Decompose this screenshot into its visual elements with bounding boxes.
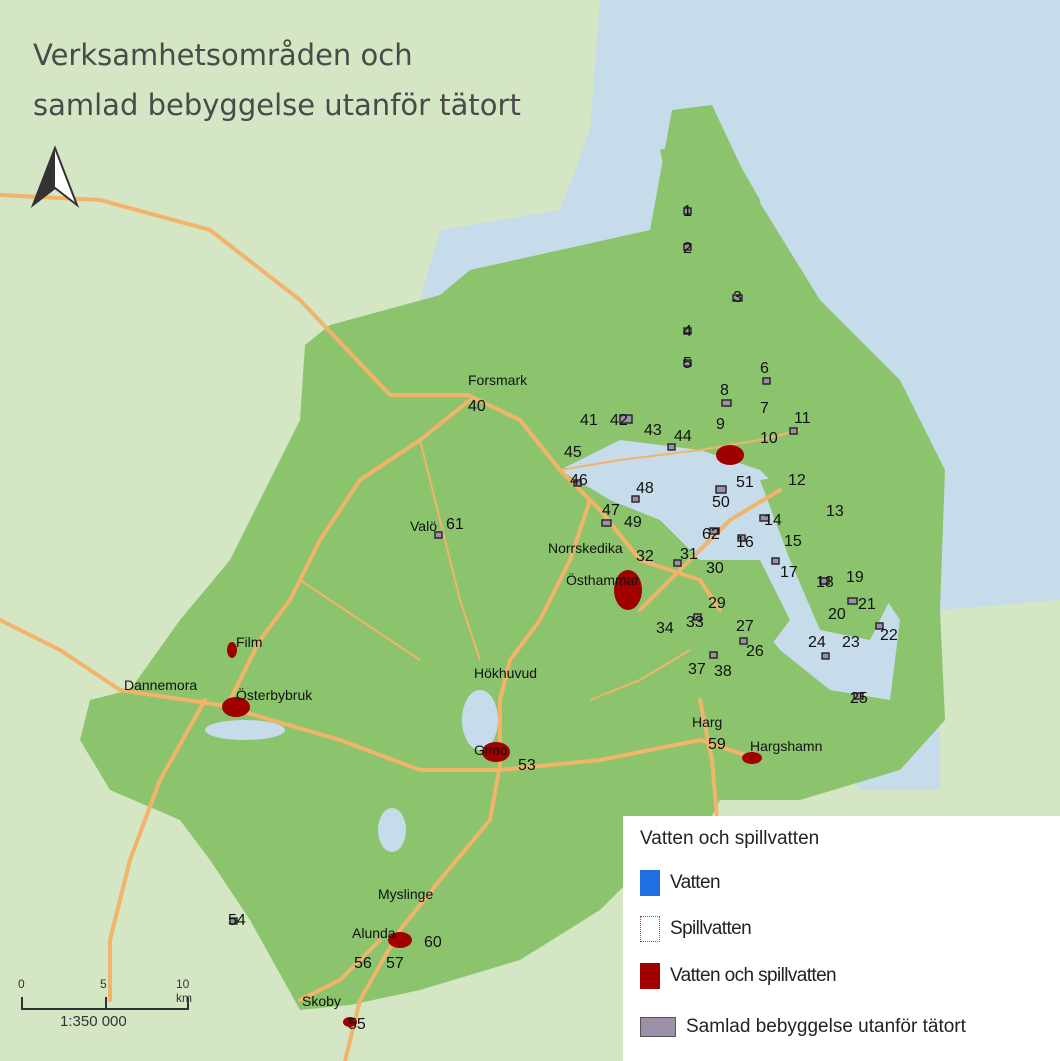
legend-item-spillvatten: Spillvatten xyxy=(640,914,752,944)
legend-item-vatten-och-spillvatten: Vatten och spillvatten xyxy=(640,961,837,991)
scale-tick-label: 0 xyxy=(18,977,25,991)
legend-title: Vatten och spillvatten xyxy=(640,828,820,849)
road-network-thin xyxy=(299,429,801,701)
scale-ratio: 1:350 000 xyxy=(60,1013,127,1030)
legend-panel: Vatten och spillvatten Vatten Spillvatte… xyxy=(623,816,1060,1061)
legend-swatch-vatten xyxy=(640,870,660,896)
scale-tick-label: 5 xyxy=(100,977,107,991)
legend-label: Vatten och spillvatten xyxy=(670,965,837,986)
inland-water xyxy=(205,720,285,740)
north-arrow-icon xyxy=(30,145,80,208)
map-title: Verksamhetsområden och samlad bebyggelse… xyxy=(33,30,521,130)
settlement-areas xyxy=(229,207,884,925)
legend-swatch-samlad-bebyggelse xyxy=(640,1017,676,1037)
legend-swatch-vatten-och-spillvatten xyxy=(640,963,660,989)
legend-label: Vatten xyxy=(670,872,721,893)
map-title-line: Verksamhetsområden och xyxy=(33,38,413,72)
inland-water xyxy=(378,808,406,852)
road-network xyxy=(0,193,782,1061)
scale-bar: 0 5 10 km 1:350 000 xyxy=(18,977,208,1057)
inland-water xyxy=(462,690,498,750)
island xyxy=(700,560,790,660)
map-title-line: samlad bebyggelse utanför tätort xyxy=(33,88,521,122)
legend-label: Spillvatten xyxy=(670,918,752,939)
scale-bar-line xyxy=(21,997,189,1010)
legend-swatch-spillvatten xyxy=(640,916,660,942)
legend-item-samlad-bebyggelse: Samlad bebyggelse utanför tätort xyxy=(640,1012,966,1042)
island xyxy=(660,130,780,430)
island xyxy=(760,470,900,640)
urban-areas xyxy=(222,445,762,1027)
legend-item-vatten: Vatten xyxy=(640,868,721,898)
legend-label: Samlad bebyggelse utanför tätort xyxy=(686,1016,966,1037)
